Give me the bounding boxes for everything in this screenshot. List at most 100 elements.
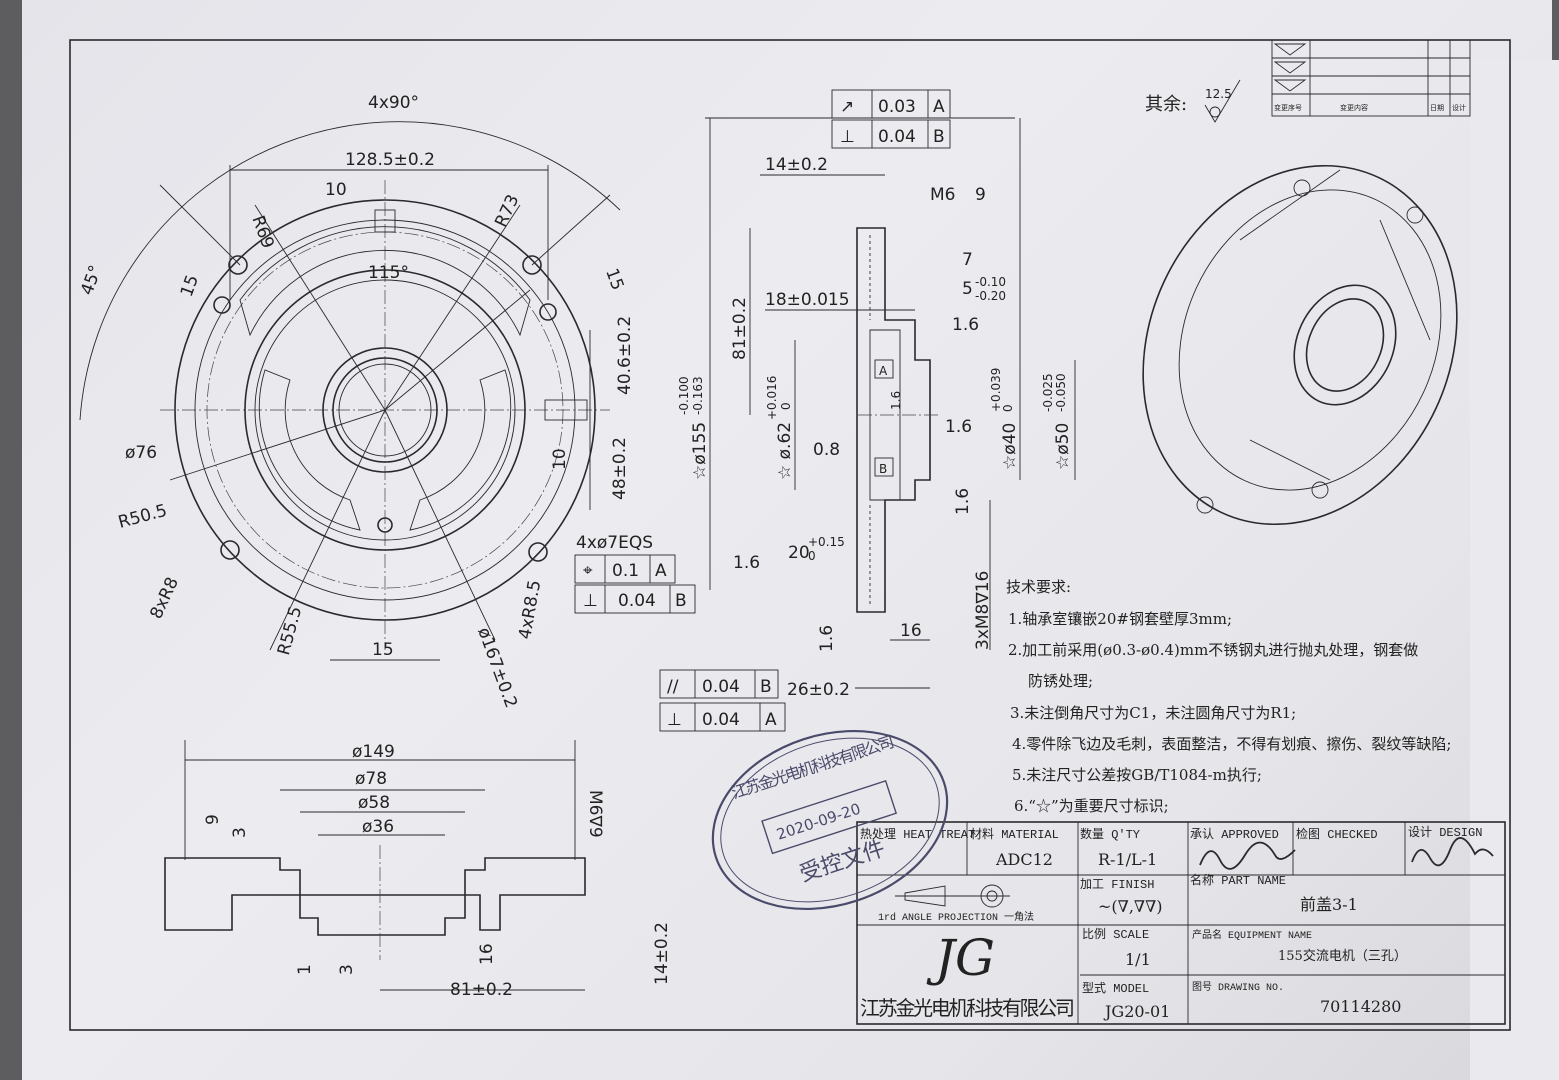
dim-label: 1.6 (953, 488, 973, 515)
dim-label: ☆ø50 (1053, 423, 1073, 470)
approved-signature (1199, 841, 1296, 870)
dim-label: 1.6 (733, 553, 760, 573)
dim-label: 0 (808, 549, 816, 563)
dim-label: 3xM8∇16 (973, 571, 993, 650)
dim-label: 9 (203, 814, 223, 825)
drawing-text: ⊥ (667, 710, 682, 730)
drawing-text: ⊥ (840, 127, 855, 147)
drawing-text: 0.04 (702, 710, 740, 730)
drawing-text: 0.1 (612, 561, 639, 581)
drawing-text: 图号 DRAWING NO. (1192, 981, 1284, 994)
drawing-text: 加工 FINISH (1080, 877, 1154, 892)
dim-label: 115° (368, 263, 409, 283)
dim-label: ø76 (125, 443, 157, 463)
revision-table: 变更序号 变更内容 日期 设计 (1271, 39, 1471, 117)
drawing-text: ↗ (840, 97, 854, 117)
dim-label: ø167±0.2 (473, 625, 521, 711)
front-view: 4x90° 128.5±0.2 10 R69 R73 45° 15 115° 1… (77, 93, 696, 711)
company-logo: JG (926, 929, 995, 987)
drawing-text: B (675, 591, 687, 611)
rev-header: 变更内容 (1340, 103, 1368, 112)
drawing-text: 受控文件 (797, 836, 888, 887)
dim-label: 5 (962, 279, 973, 299)
front-view-dimensions: 4x90° 128.5±0.2 10 R69 R73 45° 15 115° 1… (77, 93, 653, 711)
dim-label: ø58 (358, 793, 390, 813)
datum-label: B (879, 462, 887, 476)
drawing-text: JG20-01 (1103, 1002, 1170, 1021)
dim-label: +0.016 (765, 376, 779, 420)
projection-symbol-icon (895, 884, 1010, 908)
company-name: 江苏金光电机科技有限公司 (860, 996, 1075, 1020)
dim-label: 45° (77, 263, 106, 298)
dim-label: ☆ ø.62 (775, 422, 795, 480)
dim-label: ☆ø155 (690, 422, 710, 480)
dim-label: 48±0.2 (610, 437, 630, 500)
drawing-text: 70114280 (1320, 997, 1401, 1016)
dim-label: 16 (477, 943, 497, 965)
dim-label: 9 (975, 185, 986, 205)
dim-label: ø36 (362, 817, 394, 837)
drawing-text: 热处理 HEAT TREAT (860, 827, 975, 842)
dim-label: 4xR8.5 (515, 579, 545, 641)
dim-label: R73 (491, 192, 523, 231)
dim-label: 1.6 (952, 315, 979, 335)
isometric-view (1142, 164, 1458, 526)
drawing-text: A (933, 97, 945, 117)
dim-label: 81±0.2 (730, 297, 750, 360)
tech-req-item: 3.未注倒角尺寸为C1，未注圆角尺寸为R1; (1010, 704, 1296, 722)
dim-label: 14±0.2 (765, 155, 828, 175)
dim-label: -0.100 (677, 376, 691, 415)
dim-label: 20 (788, 543, 810, 563)
rev-header: 设计 (1452, 103, 1466, 112)
underlying-sheet (1470, 60, 1559, 1080)
dim-label: 15 (177, 272, 203, 299)
drawing-text: 0.04 (618, 591, 656, 611)
rev-header: 日期 (1430, 104, 1444, 112)
dim-label: -0.050 (1054, 373, 1068, 412)
dim-label: 15 (372, 640, 394, 660)
dim-label: 4x90° (368, 93, 419, 113)
dim-label: R50.5 (116, 501, 169, 533)
dim-label: 3 (337, 964, 357, 975)
dim-label: 16 (900, 621, 922, 641)
tech-req-item: 1.轴承室镶嵌20#钢套壁厚3mm; (1008, 610, 1232, 628)
drawing-text: A (655, 561, 667, 581)
drawing-text: // (667, 677, 679, 697)
title-block: 热处理 HEAT TREAT 材料 MATERIAL ADC12 数量 Q'TY… (856, 821, 1506, 1025)
dim-label: 81±0.2 (450, 980, 513, 1000)
controlled-document-stamp: 江苏金光电机科技有限公司 2020-09-20 受控文件 (711, 729, 949, 911)
drawing-text: ⌖ (583, 561, 593, 581)
dim-label: 14±0.2 (652, 922, 672, 985)
dim-label: 10 (325, 180, 347, 200)
drawing-text: 12.5 (1205, 87, 1232, 101)
drawing-text: 0.03 (878, 97, 916, 117)
section-view-dimensions: 14±0.2 M6 9 7 5 -0.10 -0.20 18±0.015 81±… (677, 155, 1073, 700)
datum-label: A (879, 364, 888, 378)
dim-label: 128.5±0.2 (345, 150, 435, 170)
tech-req-item: 5.未注尺寸公差按GB/T1084-m执行; (1012, 766, 1262, 784)
bottom-section-view: ø149 ø78 ø58 ø36 9 3 M6∇9 1 3 16 81±0.2 … (164, 740, 672, 1000)
dim-label: ☆ø40 (1000, 423, 1020, 470)
drawing-text: 产品名 EQUIPMENT NAME (1192, 928, 1312, 942)
dim-label: 18±0.015 (765, 290, 850, 310)
drawing-text: ~(∇,∇∇) (1098, 897, 1163, 916)
rev-header: 变更序号 (1274, 103, 1302, 112)
dim-label: M6∇9 (585, 790, 605, 838)
drawing-text: 检图 CHECKED (1296, 826, 1378, 842)
dim-label: M6 (930, 185, 955, 205)
dim-label: R69 (247, 213, 277, 251)
dim-label: 8xR8 (146, 574, 183, 622)
dim-label: 26±0.2 (787, 680, 850, 700)
drawing-text: R-1/L-1 (1098, 850, 1157, 869)
drawing-text: B (933, 127, 945, 147)
dim-label: 15 (601, 266, 627, 293)
roughness-note: 其余: 12.5 (1145, 79, 1241, 123)
drawing-text: ⊥ (583, 591, 598, 611)
dim-label: -0.163 (691, 376, 705, 415)
drawing-text: B (760, 677, 772, 697)
drawing-text: 其余: (1145, 94, 1187, 115)
drawing-text: ADC12 (995, 850, 1053, 869)
drawing-text: A (765, 710, 777, 730)
dim-label: +0.15 (808, 535, 845, 549)
